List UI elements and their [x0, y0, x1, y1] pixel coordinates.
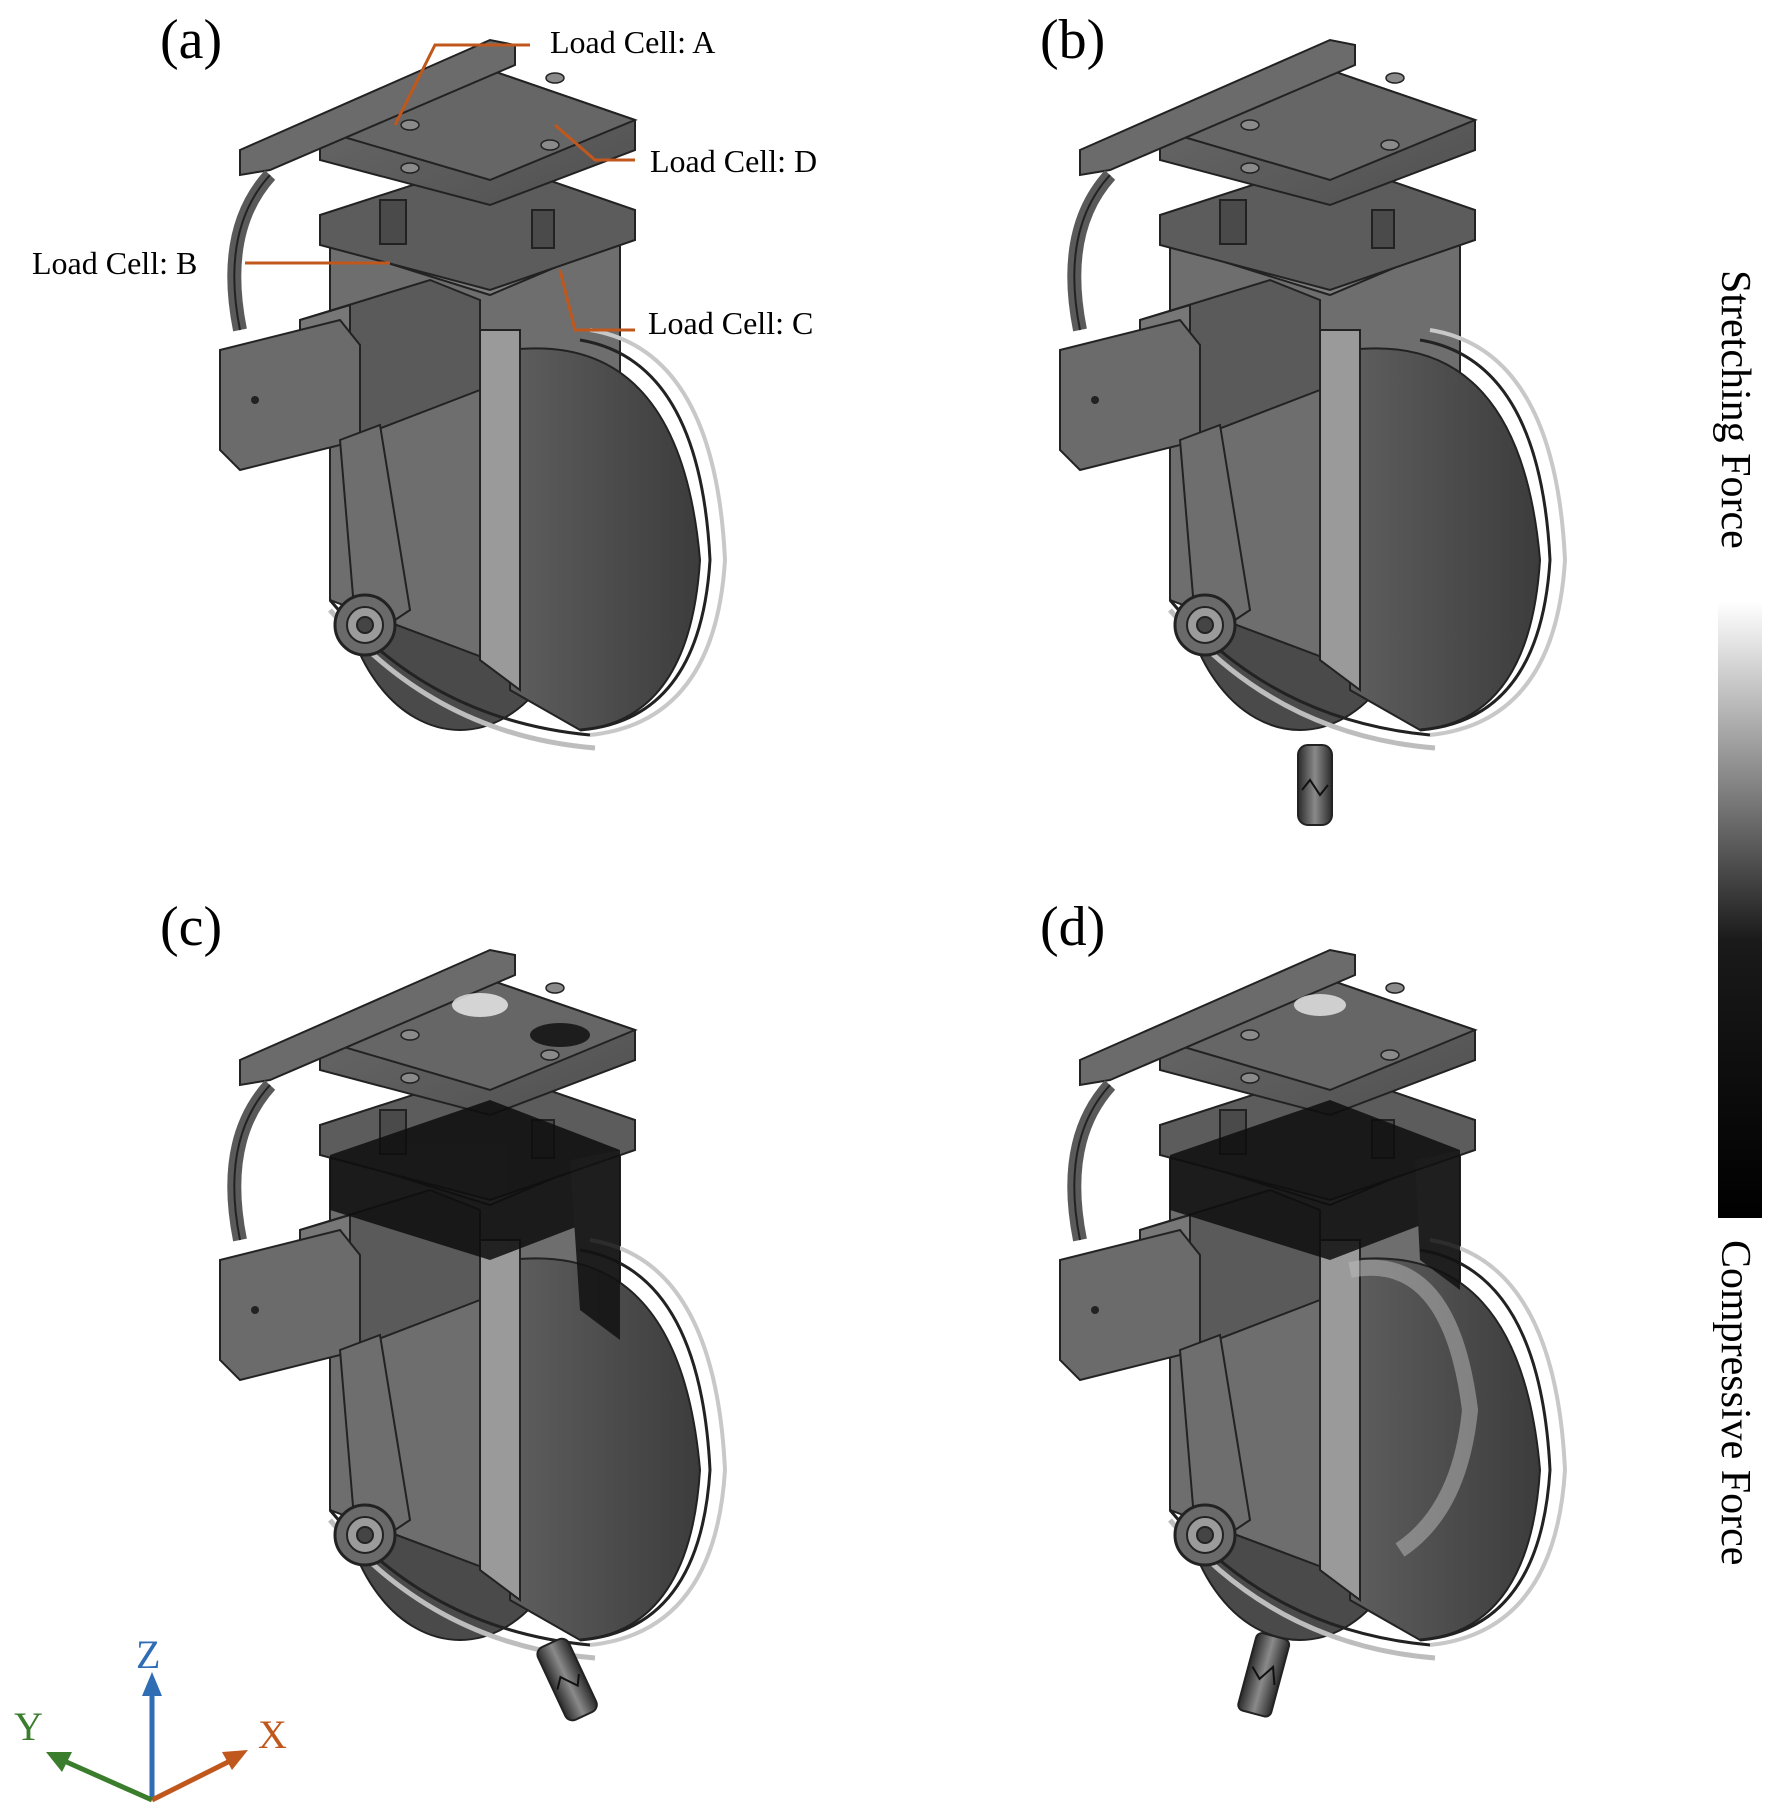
pin-detail-c	[536, 1637, 598, 1722]
stress-overlay-d	[1170, 994, 1479, 1557]
callout-load-cell-b: Load Cell: B	[32, 245, 197, 281]
legend-gradient-bar	[1718, 602, 1762, 1218]
pin-detail-d	[1237, 1632, 1291, 1718]
axis-y-label: Y	[14, 1704, 43, 1749]
caster-assembly-b	[1060, 40, 1565, 748]
axis-y-arrowhead	[46, 1752, 72, 1772]
caster-assembly-c	[220, 950, 725, 1658]
panel-d	[1060, 950, 1565, 1718]
callout-line-a	[393, 43, 530, 126]
stress-overlay-c	[330, 993, 620, 1340]
callout-load-cell-c: Load Cell: C	[648, 305, 813, 341]
panel-label-c: (c)	[160, 896, 222, 958]
callout-lines	[245, 43, 635, 332]
panel-label-b: (b)	[1040, 9, 1105, 71]
legend-top-label: Stretching Force	[1712, 270, 1758, 549]
panel-label-a: (a)	[160, 9, 222, 71]
axis-y-line	[60, 1757, 154, 1803]
callout-load-cell-d: Load Cell: D	[650, 143, 817, 179]
axis-z-arrowhead	[142, 1672, 162, 1696]
panel-c	[220, 950, 725, 1722]
axis-z-label: Z	[136, 1632, 160, 1677]
axis-x-label: X	[258, 1712, 287, 1757]
pin-detail-b	[1297, 744, 1333, 826]
panel-label-d: (d)	[1040, 896, 1105, 958]
callout-line-c	[558, 269, 635, 332]
caster-assembly-d	[1060, 950, 1565, 1658]
callout-load-cell-a: Load Cell: A	[550, 24, 715, 60]
coordinate-axes: Z X Y	[14, 1632, 287, 1803]
panel-b	[1060, 40, 1565, 826]
legend-bottom-label: Compressive Force	[1712, 1240, 1758, 1565]
axis-x-arrowhead	[222, 1750, 248, 1770]
callout-line-d	[554, 123, 635, 162]
axis-x-line	[150, 1757, 234, 1803]
force-legend: Stretching Force Compressive Force	[1712, 270, 1762, 1565]
